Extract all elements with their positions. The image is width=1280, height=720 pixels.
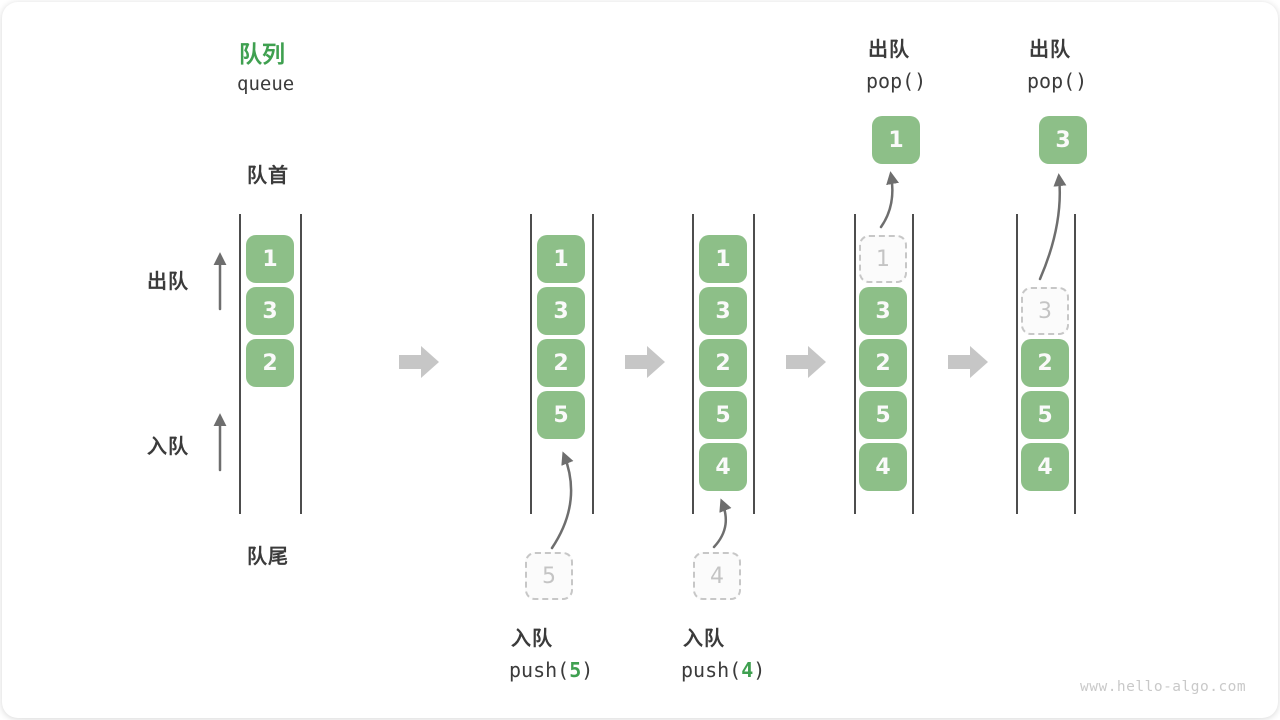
queue-wall	[753, 214, 755, 514]
dequeue-pop3-arrow-icon	[1038, 173, 1067, 281]
queue-wall	[530, 214, 532, 514]
dequeue-pop1-arrow-icon	[879, 171, 899, 229]
queue-cell: 2	[1021, 339, 1069, 387]
watermark: www.hello-algo.com	[1080, 679, 1247, 695]
dequeue-op-code: pop()	[866, 69, 927, 93]
queue-cell: 3	[537, 287, 585, 335]
code-arg: 5	[569, 658, 582, 682]
queue-cell: 1	[246, 235, 294, 283]
popped-value-box: 1	[872, 116, 920, 164]
queue-cell: 4	[1021, 443, 1069, 491]
state-transition-arrow-icon	[786, 346, 826, 378]
code-text: )	[753, 658, 766, 682]
dequeue-side-label: 出队	[147, 269, 189, 293]
queue-wall	[854, 214, 856, 514]
enqueue-op-label: 入队	[683, 626, 725, 650]
enqueue-push5-arrow-icon	[550, 451, 574, 550]
queue-wall	[300, 214, 302, 514]
staging-value-box: 4	[693, 552, 741, 600]
enqueue-op-label: 入队	[511, 626, 553, 650]
queue-cell: 5	[859, 391, 907, 439]
diagram-title-en: queue	[237, 73, 295, 95]
enqueue-op-code: push(4)	[681, 658, 765, 682]
queue-cell: 5	[1021, 391, 1069, 439]
queue-cell: 2	[699, 339, 747, 387]
queue-cell: 2	[859, 339, 907, 387]
code-arg: 4	[741, 658, 754, 682]
queue-cell: 1	[537, 235, 585, 283]
state-transition-arrow-icon	[399, 346, 439, 378]
queue-cell: 2	[537, 339, 585, 387]
dequeue-op-label: 出队	[1029, 37, 1071, 61]
queue-cell: 3	[246, 287, 294, 335]
ghost-cell: 1	[859, 235, 907, 283]
code-text: push(	[681, 658, 742, 682]
state-transition-arrow-icon	[625, 346, 665, 378]
queue-wall	[239, 214, 241, 514]
queue-wall	[692, 214, 694, 514]
enqueue-op-code: push(5)	[509, 658, 593, 682]
popped-value-box: 3	[1039, 116, 1087, 164]
diagram-title-zh: 队列	[239, 42, 285, 68]
queue-wall	[1074, 214, 1076, 514]
queue-cell: 4	[859, 443, 907, 491]
ghost-cell: 3	[1021, 287, 1069, 335]
dequeue-op-label: 出队	[868, 37, 910, 61]
queue-cell: 3	[699, 287, 747, 335]
queue-cell: 1	[699, 235, 747, 283]
queue-front-label: 队首	[247, 163, 289, 187]
queue-cell: 5	[537, 391, 585, 439]
enqueue-side-label: 入队	[147, 434, 189, 458]
queue-wall	[1016, 214, 1018, 514]
queue-wall	[592, 214, 594, 514]
state-transition-arrow-icon	[948, 346, 988, 378]
enqueue-push4-arrow-icon	[712, 498, 732, 549]
queue-rear-label: 队尾	[247, 544, 289, 568]
queue-cell: 2	[246, 339, 294, 387]
code-text: )	[581, 658, 594, 682]
dequeue-op-code: pop()	[1027, 69, 1088, 93]
queue-cell: 3	[859, 287, 907, 335]
queue-wall	[912, 214, 914, 514]
queue-cell: 5	[699, 391, 747, 439]
queue-cell: 4	[699, 443, 747, 491]
code-text: push(	[509, 658, 570, 682]
staging-value-box: 5	[525, 552, 573, 600]
